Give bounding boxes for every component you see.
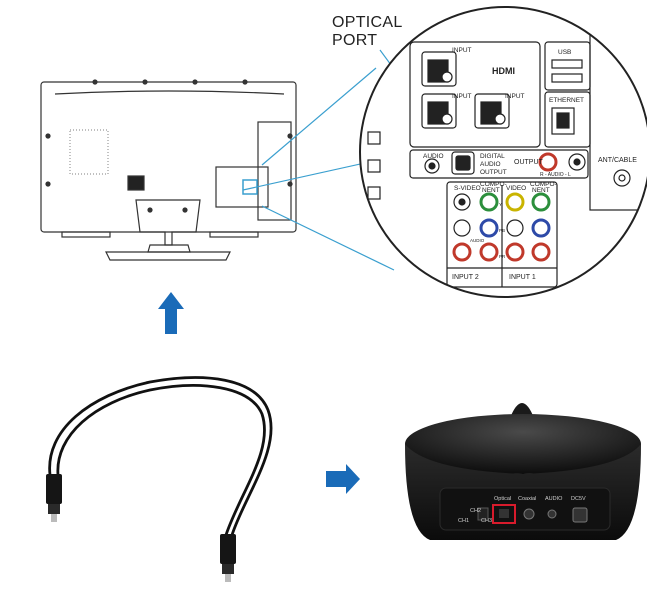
receiver-switch-left: CH1 — [458, 518, 469, 524]
component-label-a2: NENT — [482, 187, 500, 194]
audio-small-label: AUDIO — [470, 238, 485, 243]
receiver-port-dc5v: DC5V — [571, 496, 586, 502]
receiver-switch-top: CH2 — [470, 508, 481, 514]
receiver-port-audio: AUDIO — [545, 496, 563, 502]
output-sub-label: R - AUDIO - L — [540, 172, 571, 178]
tv-back — [40, 79, 297, 261]
optical-cable — [48, 376, 273, 537]
svideo-label: S-VIDEO — [454, 185, 481, 192]
component-label-b1: COMPO- — [530, 181, 557, 188]
output-label: OUTPUT — [514, 159, 544, 166]
digital-output-label: OUTPUT — [480, 169, 507, 176]
hdmi-logo: HDMI — [492, 66, 515, 76]
pb-label: PB — [499, 228, 505, 233]
digital-label: DIGITAL — [480, 153, 505, 160]
input-label-2: INPUT — [452, 93, 472, 100]
input-label-1: INPUT — [452, 47, 472, 54]
up-arrow-icon — [158, 292, 184, 334]
input-label-3: INPUT — [505, 93, 525, 100]
video-label: VIDEO — [506, 185, 526, 192]
ethernet-label: ETHERNET — [549, 97, 584, 104]
input2-label: INPUT 2 — [452, 274, 479, 281]
cable-plug-left — [46, 474, 62, 522]
wireless-receiver: Optical Coaxial AUDIO DC5V CH2 CH1 CH3 — [405, 403, 641, 540]
component-label-a1: COMPO- — [480, 181, 507, 188]
right-arrow-icon — [326, 464, 360, 494]
usb-label: USB — [558, 49, 571, 56]
input1-label: INPUT 1 — [509, 274, 536, 281]
tv-optical-highlight — [242, 179, 258, 195]
component-label-b2: NENT — [532, 187, 550, 194]
y-label: Y — [499, 202, 502, 207]
cable-plug-right — [220, 534, 236, 582]
receiver-port-coaxial: Coaxial — [518, 496, 536, 502]
pr-label: PR — [499, 254, 506, 259]
audio-label: AUDIO — [423, 153, 444, 160]
receiver-optical-highlight — [492, 504, 516, 524]
magnified-panel: INPUT INPUT INPUT HDMI USB ETHERNET AUDI… — [359, 6, 647, 298]
callout-line-1: OPTICAL — [332, 14, 403, 31]
digital-audio-label: AUDIO — [480, 161, 501, 168]
callout-line-2: PORT — [332, 32, 378, 49]
receiver-port-optical: Optical — [494, 496, 511, 502]
callout-label: OPTICAL PORT — [332, 14, 403, 50]
ant-cable-label: ANT/CABLE — [598, 157, 637, 164]
receiver-switch-right: CH3 — [481, 518, 492, 524]
